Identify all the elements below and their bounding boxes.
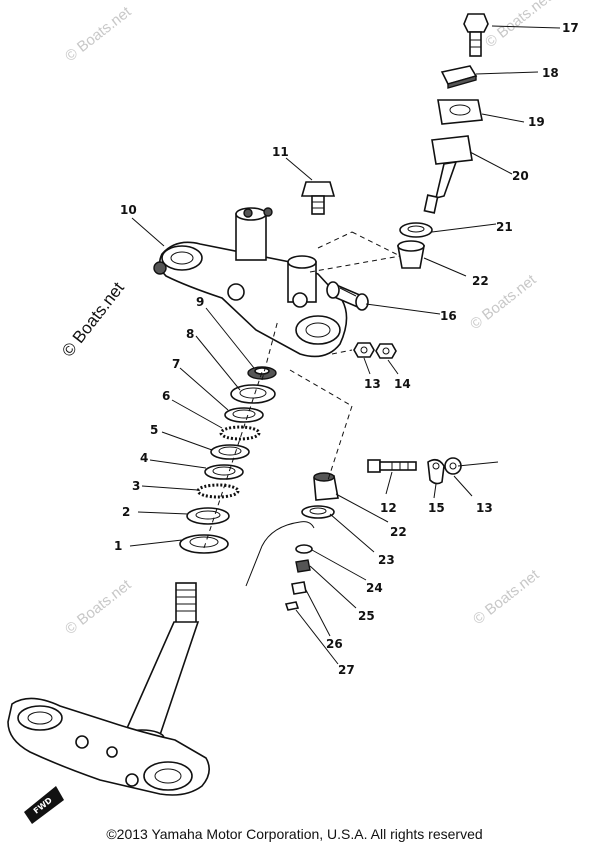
callout-22-b: 22 — [390, 525, 407, 539]
callout-19: 19 — [528, 115, 545, 129]
callout-13-a: 13 — [364, 377, 381, 391]
watermark-4: © Boats.net — [62, 576, 135, 638]
callout-25: 25 — [358, 609, 375, 623]
top-parts — [397, 13, 489, 269]
callout-26: 26 — [326, 637, 343, 651]
upper-bracket — [153, 207, 348, 358]
callout-7: 7 — [172, 357, 180, 371]
callout-6: 6 — [162, 389, 170, 403]
callout-22-a: 22 — [472, 274, 489, 288]
steering-shaft-assembly — [7, 582, 210, 796]
nuts-13-14 — [353, 342, 397, 359]
callout-14: 14 — [394, 377, 411, 391]
callout-8: 8 — [186, 327, 194, 341]
callout-17: 17 — [562, 21, 579, 35]
callout-11: 11 — [272, 145, 289, 159]
callout-10: 10 — [120, 203, 137, 217]
callout-27: 27 — [338, 663, 355, 677]
callout-3: 3 — [132, 479, 140, 493]
callout-1: 1 — [114, 539, 122, 553]
watermark-1: © Boats.net — [62, 3, 135, 65]
callout-24: 24 — [366, 581, 383, 595]
callout-18: 18 — [542, 66, 559, 80]
callout-12: 12 — [380, 501, 397, 515]
lower-right-parts — [245, 457, 462, 611]
leader-lines — [129, 25, 561, 665]
callout-23: 23 — [378, 553, 395, 567]
callout-21: 21 — [496, 220, 513, 234]
callout-4: 4 — [140, 451, 148, 465]
copyright-notice: ©2013 Yamaha Motor Corporation, U.S.A. A… — [106, 826, 483, 842]
callout-2: 2 — [122, 505, 130, 519]
watermark-5: © Boats.net — [470, 566, 543, 628]
fwd-arrow-icon: FWD — [24, 786, 64, 824]
bolt-11 — [300, 181, 336, 215]
bearing-stack — [179, 366, 277, 554]
callout-16: 16 — [440, 309, 457, 323]
callout-5: 5 — [150, 423, 158, 437]
callout-labels: 1 2 3 4 5 6 7 8 9 10 11 12 13 13 14 15 1… — [114, 21, 579, 677]
watermark-dark: © Boats.net — [58, 278, 128, 360]
callout-9: 9 — [196, 295, 204, 309]
assembly-lines — [203, 231, 401, 549]
bushing-16 — [326, 281, 369, 311]
callout-20: 20 — [512, 169, 529, 183]
callout-13-b: 13 — [476, 501, 493, 515]
callout-15: 15 — [428, 501, 445, 515]
